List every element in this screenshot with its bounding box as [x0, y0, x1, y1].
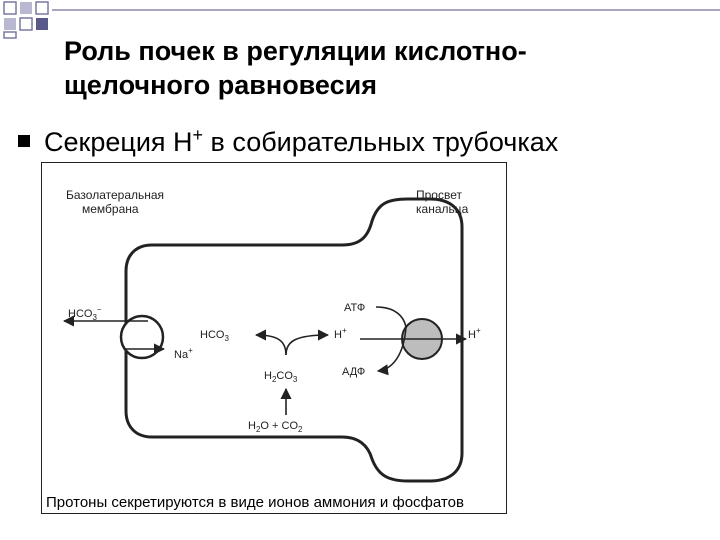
adp-label: АДФ [342, 366, 365, 378]
label-basolateral-line1: Базолатеральная [66, 188, 164, 202]
slide-title-line1: Роль почек в регуляции кислотно- [64, 36, 527, 66]
dissociation-arrow-left [254, 329, 287, 356]
basolateral-exchanger-circle [119, 314, 165, 360]
bullet-text-prefix: Секреция Н [44, 127, 193, 157]
bullet-text-sup: + [192, 125, 204, 145]
h-inside-label: H+ [334, 326, 347, 341]
hco3-outside-label: HCO3− [68, 305, 102, 322]
bullet-text-suffix: в собирательных трубочках [203, 127, 559, 157]
h-lumen-label: H+ [468, 326, 481, 341]
dissociation-arrow-right [285, 329, 330, 356]
hco3-inside-label: HCO3 [200, 329, 229, 343]
atp-label: АТФ [344, 302, 365, 314]
label-basolateral-line2: мембрана [82, 202, 139, 216]
cell-diagram: Базолатеральная мембрана Просвет канальц… [41, 162, 507, 514]
na-label: Na+ [174, 346, 193, 361]
h2co3-label: H2CO3 [264, 370, 298, 384]
figure-caption: Протоны секретируются в виде ионов аммон… [46, 494, 464, 511]
cell-diagram-svg: Базолатеральная мембрана Просвет канальц… [62, 188, 481, 483]
corner-decoration [3, 1, 720, 39]
bullet-item: Секреция Н+ в собирательных трубочках [18, 118, 558, 159]
label-lumen-line2: канальца [416, 202, 469, 216]
bullet-square-icon [18, 134, 30, 147]
cell-membrane-outline [124, 197, 464, 483]
slide-title-line2: щелочного равновесия [64, 70, 377, 100]
atp-hydrolysis-arrow [375, 306, 407, 376]
h2o-co2-label: H2O + CO2 [248, 420, 303, 434]
slide-title: Роль почек в регуляции кислотно- щелочно… [64, 34, 527, 102]
